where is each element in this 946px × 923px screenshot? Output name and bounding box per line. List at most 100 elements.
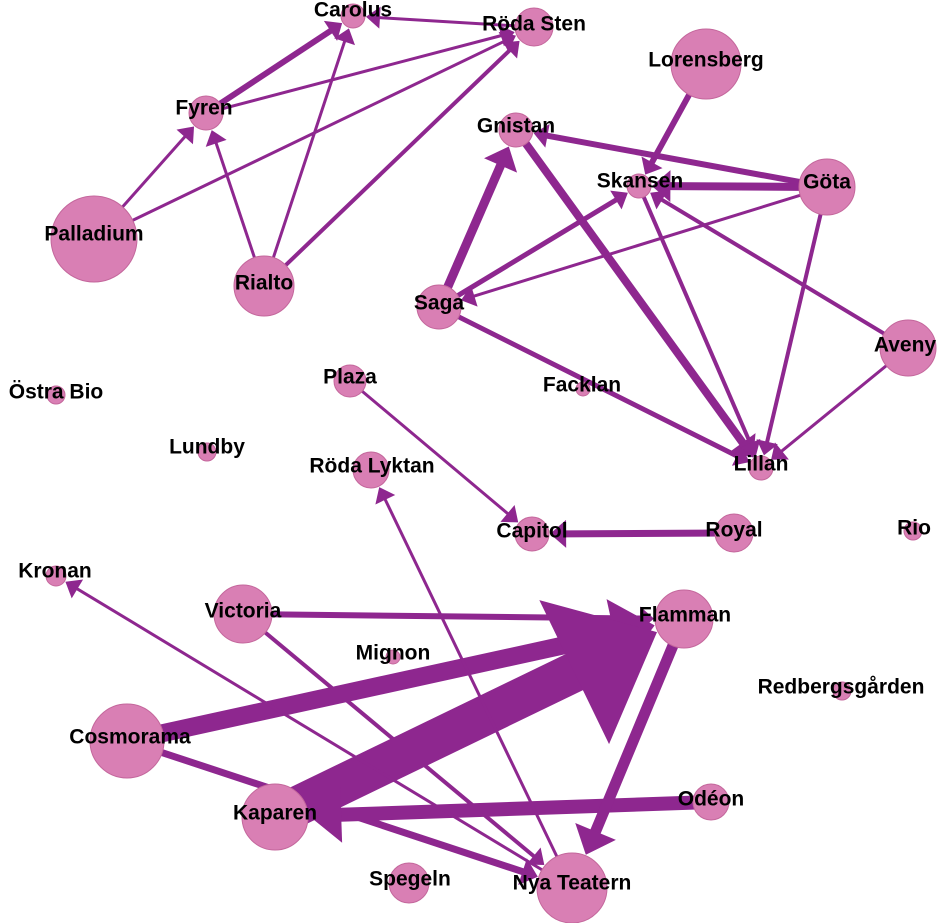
- edge-line: [353, 383, 510, 516]
- edge-arrowhead: [498, 31, 516, 52]
- edge-nya-teatern-to-kronan: [65, 579, 561, 883]
- edge-line: [339, 795, 705, 822]
- nodes-layer: [45, 3, 937, 923]
- node-mignon: [385, 649, 401, 665]
- edge-saga-to-skansen: [445, 190, 628, 305]
- node-palladium: [50, 195, 138, 283]
- edge-aveny-to-skansen: [650, 190, 900, 344]
- edge-line: [271, 48, 512, 280]
- node-cosmorama: [89, 703, 165, 779]
- edge-arrowhead: [365, 6, 381, 29]
- edge-gota-to-saga: [460, 188, 817, 307]
- node-roda-lyktan: [352, 451, 390, 489]
- node-label-nya-teatern: Nya Teatern: [513, 872, 632, 895]
- edge-line: [639, 189, 753, 445]
- node-skansen: [626, 173, 652, 199]
- edge-arrowhead: [610, 190, 628, 210]
- edge-arrowhead: [549, 519, 567, 548]
- edge-line: [565, 529, 727, 538]
- edge-rialto-to-fyren: [205, 130, 262, 276]
- edge-arrowhead: [375, 487, 396, 505]
- node-victoria: [213, 584, 273, 644]
- edge-gota-to-gnistan: [533, 123, 817, 188]
- node-label-odeon: Odéon: [678, 788, 745, 811]
- node-label-kaparen: Kaparen: [233, 802, 317, 825]
- node-label-rio: Rio: [897, 517, 931, 540]
- edge-line: [445, 197, 619, 305]
- node-rio: [903, 521, 923, 541]
- node-aveny: [879, 319, 937, 377]
- node-ostra-bio: [46, 385, 66, 405]
- edge-line: [669, 182, 816, 191]
- node-lorensberg: [670, 28, 742, 100]
- edge-arrowhead: [460, 285, 478, 307]
- node-roda-sten: [514, 7, 554, 47]
- edge-arrowhead: [651, 170, 671, 203]
- edge-line: [108, 39, 505, 233]
- edge-fyren-to-roda-sten: [212, 24, 515, 113]
- node-plaza: [333, 364, 367, 398]
- edge-arrowhead: [176, 126, 195, 145]
- edge-arrowhead: [650, 190, 668, 210]
- edge-kaparen-to-flamman: [278, 600, 657, 830]
- edge-line: [590, 627, 685, 835]
- edge-gota-to-skansen: [651, 170, 816, 203]
- edge-saga-to-gnistan: [438, 146, 518, 301]
- edge-aveny-to-lillan: [771, 353, 901, 460]
- node-label-roda-lyktan: Röda Lyktan: [309, 455, 434, 478]
- edge-line: [660, 197, 900, 344]
- node-facklan: [575, 381, 591, 397]
- edge-rialto-to-carolus: [266, 28, 355, 276]
- node-label-lundby: Lundby: [169, 436, 245, 459]
- node-kronan: [45, 565, 67, 587]
- edge-arrowhead: [65, 579, 84, 599]
- node-label-saga: Saga: [414, 292, 465, 315]
- edge-arrowhead: [501, 40, 520, 59]
- node-flamman: [654, 589, 714, 649]
- node-label-skansen: Skansen: [597, 170, 683, 193]
- node-gota: [798, 158, 856, 216]
- edge-roda-sten-to-carolus: [365, 6, 527, 29]
- edge-line: [780, 353, 901, 453]
- edge-arrowhead: [575, 822, 616, 855]
- node-label-ostra-bio: Östra Bio: [9, 381, 104, 404]
- edge-arrowhead: [756, 439, 778, 456]
- node-label-gnistan: Gnistan: [477, 115, 555, 138]
- edge-nya-teatern-to-roda-lyktan: [375, 487, 568, 877]
- edge-odeon-to-kaparen: [308, 786, 705, 843]
- edge-arrowhead: [518, 858, 538, 885]
- node-label-rialto: Rialto: [235, 272, 293, 295]
- edges-layer: [65, 6, 901, 885]
- edge-line: [764, 197, 827, 444]
- edge-line: [383, 498, 568, 877]
- edge-arrowhead: [533, 123, 550, 148]
- edge-arrowhead: [539, 600, 657, 745]
- edge-arrowhead: [484, 146, 518, 173]
- node-label-plaza: Plaza: [323, 366, 377, 389]
- node-label-gota: Göta: [803, 171, 851, 194]
- node-label-redbergsgarden: Redbergsgården: [758, 676, 925, 699]
- node-fyren: [188, 95, 224, 131]
- edge-line: [139, 625, 618, 747]
- node-lillan: [748, 455, 774, 481]
- edge-line: [75, 587, 561, 883]
- node-saga: [416, 284, 462, 330]
- node-label-royal: Royal: [705, 519, 762, 542]
- edge-arrowhead: [205, 130, 227, 147]
- node-label-facklan: Facklan: [543, 374, 621, 397]
- node-capitol: [514, 516, 550, 552]
- edge-line: [210, 27, 333, 112]
- edge-arrowhead: [641, 156, 663, 175]
- edge-arrowhead: [526, 847, 545, 865]
- edge-arrowhead: [771, 442, 789, 460]
- edge-line: [212, 33, 503, 113]
- node-carolus: [340, 3, 366, 29]
- node-label-capitol: Capitol: [496, 520, 567, 543]
- node-label-cosmorama: Cosmorama: [69, 726, 191, 749]
- node-label-palladium: Palladium: [44, 223, 143, 246]
- node-nya-teatern: [536, 852, 608, 923]
- node-label-mignon: Mignon: [356, 642, 431, 665]
- node-label-carolus: Carolus: [314, 0, 392, 22]
- edge-line: [266, 40, 347, 276]
